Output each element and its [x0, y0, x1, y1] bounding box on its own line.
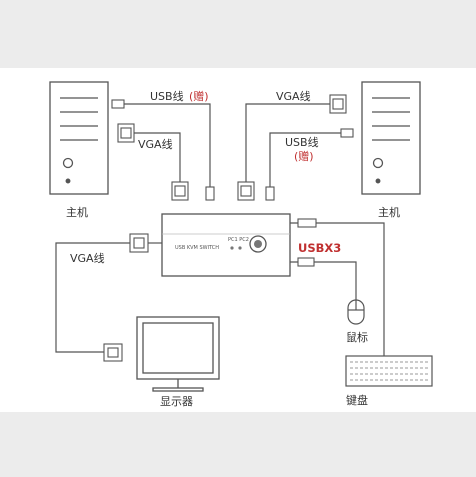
right-host-label: 主机 [378, 205, 400, 219]
left-usb-cable-note: (赠) [189, 89, 209, 103]
usb-plug-icon [265, 186, 275, 201]
right-vga-cable-label: VGA线 [276, 89, 311, 103]
mouse-usb-cable [314, 261, 357, 300]
keyboard-label: 键盘 [346, 393, 368, 407]
right-vga-cable [245, 103, 330, 183]
watermark: 头条 @老车说 [380, 390, 456, 405]
usb-plug-icon [297, 218, 317, 228]
right-usb-cable [269, 132, 341, 187]
usb-plug-icon [205, 186, 215, 201]
left-host-label: 主机 [66, 205, 88, 219]
vga-plug-icon [329, 94, 347, 114]
keyboard-icon [345, 355, 433, 387]
monitor-vga-cable-label: VGA线 [70, 251, 105, 265]
kvm-switch-box [161, 213, 291, 277]
vga-plug-icon [129, 233, 149, 253]
usb-plug-icon [111, 99, 125, 109]
right-host-computer [361, 81, 421, 195]
usb-plug-icon [340, 128, 354, 138]
left-vga-cable-label: VGA线 [138, 137, 173, 151]
monitor [136, 316, 220, 392]
top-background-band [0, 0, 476, 68]
bottom-background-band [0, 412, 476, 477]
mouse-icon [347, 299, 365, 325]
monitor-vga-cable [55, 242, 130, 353]
mouse-label: 鼠标 [346, 330, 368, 344]
monitor-label: 显示器 [160, 395, 193, 408]
vga-plug-icon [171, 181, 189, 201]
right-usb-cable-note: (赠) [294, 149, 314, 163]
vga-plug-icon [117, 123, 135, 143]
left-host-computer [49, 81, 109, 195]
usb-plug-icon [297, 257, 315, 267]
left-vga-cable [134, 132, 181, 183]
connectors [103, 94, 354, 362]
keyboard-usb-cable [316, 222, 385, 356]
left-usb-cable [123, 103, 211, 187]
switch-model-label: USB KVM SWITCH [175, 245, 219, 251]
vga-plug-icon [103, 343, 123, 362]
vga-plug-icon [237, 181, 255, 201]
usb-count-label: USBX3 [298, 241, 341, 255]
switch-port-labels: PC1 PC2 [228, 237, 249, 243]
right-usb-cable-label: USB线 [285, 135, 319, 149]
left-usb-cable-label: USB线 [150, 89, 184, 103]
